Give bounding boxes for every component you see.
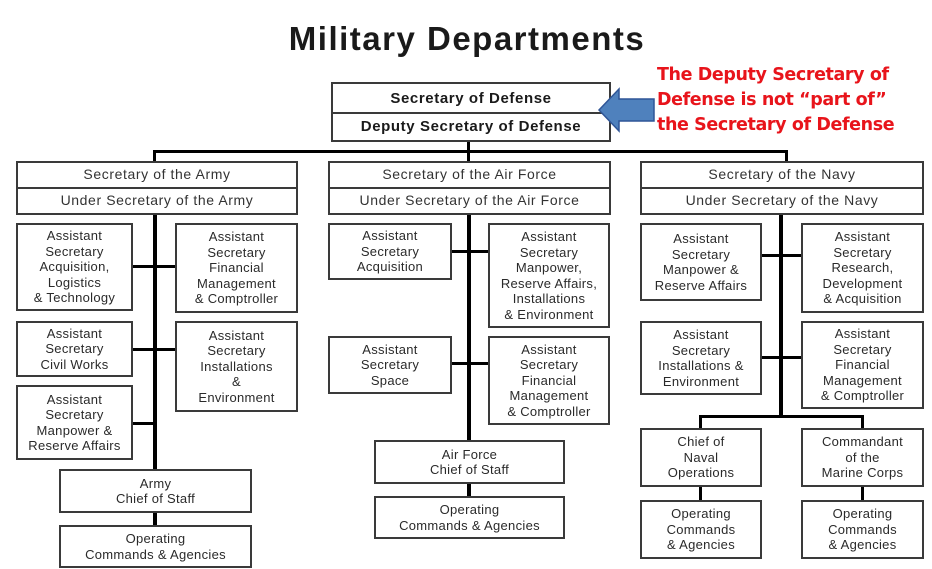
- connector-top-horizontal: [153, 150, 787, 153]
- annotation-line-2: Defense is not “part of”: [657, 90, 887, 110]
- army-asst-sec-acquisition-box: Assistant Secretary Acquisition, Logisti…: [16, 223, 133, 311]
- secretary-of-the-air-force-box: Secretary of the Air Force: [328, 161, 611, 189]
- marines-operating-commands-box: Operating Commands & Agencies: [801, 500, 924, 559]
- connector-af-spine: [467, 213, 471, 442]
- connector-army-row3: [132, 422, 155, 425]
- connector-army-spine: [153, 213, 157, 471]
- af-asst-sec-acquisition-box: Assistant Secretary Acquisition: [328, 223, 452, 280]
- navy-asst-sec-installations-box: Assistant Secretary Installations & Envi…: [640, 321, 762, 395]
- under-secretary-of-the-navy-box: Under Secretary of the Navy: [640, 187, 924, 215]
- af-operating-commands-box: Operating Commands & Agencies: [374, 496, 565, 539]
- connector-af-row1: [451, 250, 489, 253]
- navy-asst-sec-research-box: Assistant Secretary Research, Developmen…: [801, 223, 924, 313]
- left-arrow-icon: [597, 87, 655, 133]
- deputy-secretary-of-defense-box: Deputy Secretary of Defense: [331, 112, 611, 142]
- navy-operating-commands-box: Operating Commands & Agencies: [640, 500, 762, 559]
- army-chief-of-staff-box: Army Chief of Staff: [59, 469, 252, 513]
- connector-army-drop: [153, 150, 156, 162]
- secretary-of-the-army-box: Secretary of the Army: [16, 161, 298, 189]
- connector-navy-cno-ops: [699, 485, 702, 501]
- under-secretary-of-the-army-box: Under Secretary of the Army: [16, 187, 298, 215]
- army-asst-sec-manpower-box: Assistant Secretary Manpower & Reserve A…: [16, 385, 133, 460]
- connector-airforce-drop: [467, 150, 470, 162]
- af-asst-sec-financial-box: Assistant Secretary Financial Management…: [488, 336, 610, 425]
- af-asst-sec-manpower-box: Assistant Secretary Manpower, Reserve Af…: [488, 223, 610, 328]
- connector-navy-spine: [779, 213, 783, 417]
- connector-navy-drop: [785, 150, 788, 162]
- chief-of-naval-operations-box: Chief of Naval Operations: [640, 428, 762, 487]
- connector-army-chief-ops: [153, 512, 157, 526]
- annotation-note: The Deputy Secretary of Defense is not “…: [657, 63, 927, 138]
- connector-navy-split: [699, 415, 863, 418]
- army-asst-sec-financial-box: Assistant Secretary Financial Management…: [175, 223, 298, 313]
- connector-navy-cmc-drop: [861, 415, 864, 430]
- connector-navy-cmc-ops: [861, 485, 864, 501]
- connector-af-chief-ops: [467, 483, 471, 497]
- connector-army-row1: [132, 265, 177, 268]
- annotation-line-3: the Secretary of Defense: [657, 115, 895, 135]
- navy-asst-sec-manpower-box: Assistant Secretary Manpower & Reserve A…: [640, 223, 762, 301]
- army-asst-sec-installations-box: Assistant Secretary Installations & Envi…: [175, 321, 298, 412]
- connector-army-row2: [132, 348, 177, 351]
- connector-navy-cno-drop: [699, 415, 702, 430]
- annotation-line-1: The Deputy Secretary of: [657, 65, 889, 85]
- army-asst-sec-civil-works-box: Assistant Secretary Civil Works: [16, 321, 133, 377]
- army-operating-commands-box: Operating Commands & Agencies: [59, 525, 252, 568]
- connector-af-row2: [451, 362, 489, 365]
- commandant-marine-corps-box: Commandant of the Marine Corps: [801, 428, 924, 487]
- under-secretary-of-the-air-force-box: Under Secretary of the Air Force: [328, 187, 611, 215]
- secretary-of-the-navy-box: Secretary of the Navy: [640, 161, 924, 189]
- connector-navy-row1: [760, 254, 802, 257]
- connector-sod-down: [467, 140, 470, 155]
- af-chief-of-staff-box: Air Force Chief of Staff: [374, 440, 565, 484]
- navy-asst-sec-financial-box: Assistant Secretary Financial Management…: [801, 321, 924, 409]
- af-asst-sec-space-box: Assistant Secretary Space: [328, 336, 452, 394]
- secretary-of-defense-box: Secretary of Defense: [331, 82, 611, 114]
- connector-navy-row2: [760, 356, 802, 359]
- page-title: Military Departments: [288, 20, 646, 57]
